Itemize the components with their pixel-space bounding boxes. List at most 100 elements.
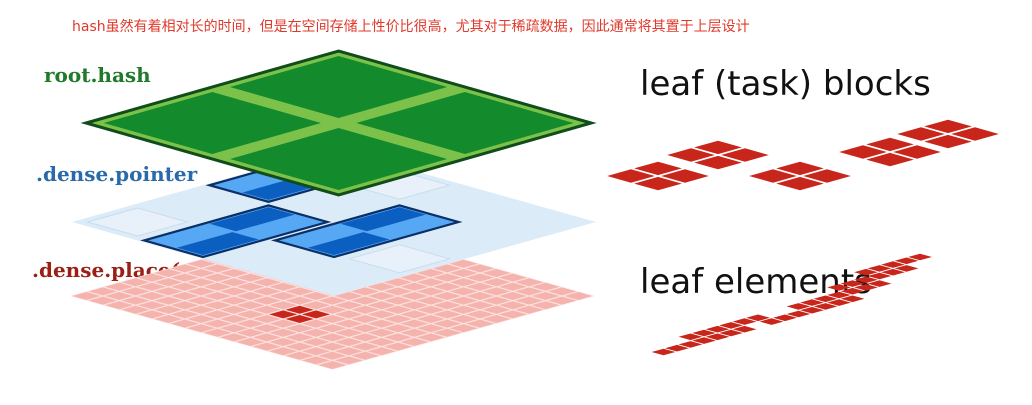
inactive-leaf-cell [367, 319, 396, 328]
leaf-element-cell [827, 291, 851, 299]
inactive-leaf-cell [236, 282, 265, 291]
leaf-element-cell [678, 341, 703, 348]
leaf-task-block-cell [866, 137, 914, 152]
leaf-task-block-cell [924, 119, 972, 134]
leaf-element-cell [813, 295, 838, 303]
inactive-leaf-cell [351, 333, 380, 342]
inactive-leaf-cell [187, 324, 216, 333]
leaf-element-cell [894, 257, 919, 265]
inactive-leaf-cell [88, 287, 117, 296]
leaf-element-cell [854, 276, 878, 284]
root-hash-bucket [356, 92, 574, 154]
inactive-leaf-cell [449, 305, 478, 314]
leaf-task-block-cell [694, 140, 742, 155]
inactive-leaf-cell [367, 301, 396, 310]
inactive-leaf-cell [203, 273, 232, 282]
inactive-leaf-cell [203, 264, 232, 273]
inactive-leaf-cell [400, 338, 429, 346]
inactive-leaf-cell [203, 301, 232, 310]
inactive-leaf-cell [383, 315, 413, 323]
inactive-leaf-cell [170, 310, 199, 319]
inactive-leaf-cell [383, 333, 413, 342]
inactive-leaf-cell [531, 292, 560, 300]
inactive-leaf-cell [515, 296, 544, 305]
inactive-leaf-cell [416, 287, 445, 296]
leaf-element-cell [867, 280, 892, 287]
inactive-leaf-cell [449, 296, 478, 305]
inactive-leaf-cell [400, 319, 429, 328]
leaf-element-cell [827, 284, 851, 291]
pointer-subtile [340, 207, 426, 232]
inactive-leaf-cell [269, 347, 298, 356]
leaf-task-blocks-title: leaf (task) blocks [640, 64, 931, 104]
inactive-leaf-cell [351, 287, 380, 296]
inactive-leaf-cell [203, 328, 232, 337]
inactive-leaf-cell [318, 342, 347, 351]
inactive-pointer-tile [347, 244, 452, 274]
leaf-element-cell [705, 333, 730, 341]
inactive-leaf-cell [121, 296, 150, 305]
inactive-leaf-cell [269, 301, 298, 310]
inactive-leaf-cell [187, 296, 216, 305]
inactive-leaf-cell [531, 301, 560, 310]
root-hash-bucket [230, 128, 448, 190]
inactive-leaf-cell [334, 310, 363, 319]
inactive-leaf-cell [383, 324, 413, 333]
leaf-task-block-cell [839, 145, 887, 159]
inactive-leaf-cell [482, 287, 511, 296]
inactive-leaf-cell [498, 301, 527, 310]
inactive-leaf-cell [269, 328, 298, 337]
root-hash-bucket [230, 56, 448, 118]
inactive-leaf-cell [433, 310, 462, 319]
leaf-task-block-cell [607, 169, 655, 183]
inactive-leaf-cell [498, 292, 527, 300]
leaf-element-cell [746, 314, 770, 322]
inactive-leaf-cell [433, 319, 462, 328]
leaf-element-cell [854, 284, 878, 291]
leaf-element-cell [759, 318, 784, 325]
inactive-leaf-cell [203, 319, 232, 328]
inactive-leaf-cell [170, 301, 199, 310]
inactive-leaf-cell [400, 301, 429, 310]
inactive-leaf-cell [154, 278, 183, 287]
leaf-task-block-cell [924, 134, 972, 149]
inactive-leaf-cell [367, 338, 396, 346]
inactive-leaf-cell [252, 324, 281, 333]
inactive-leaf-cell [449, 278, 478, 287]
leaf-task-block-cell [667, 148, 715, 162]
inactive-leaf-cell [154, 315, 183, 323]
active-leaf-cell [285, 305, 314, 314]
inactive-leaf-cell [318, 324, 347, 333]
leaf-element-cell [867, 265, 892, 272]
inactive-leaf-cell [318, 305, 347, 314]
inactive-leaf-cell [482, 305, 511, 314]
leaf-task-block-cell [951, 127, 999, 141]
inactive-leaf-cell [531, 282, 560, 291]
leaf-task-blocks-group [607, 119, 999, 191]
inactive-leaf-cell [236, 310, 265, 319]
inactive-leaf-cell [137, 273, 167, 282]
inactive-leaf-cell [252, 333, 281, 342]
inactive-leaf-cell [449, 315, 478, 323]
inactive-leaf-cell [400, 273, 429, 282]
inactive-leaf-cell [219, 269, 249, 277]
inactive-leaf-cell [203, 292, 232, 300]
pointer-subtile [209, 207, 295, 232]
dense-pointer-layer [72, 148, 596, 296]
pointer-subtile [176, 232, 259, 256]
leaf-element-cell [800, 306, 824, 314]
inactive-leaf-cell [318, 315, 347, 323]
inactive-leaf-cell [154, 305, 183, 314]
inactive-leaf-cell [121, 305, 150, 314]
inactive-leaf-cell [498, 282, 527, 291]
leaf-task-block-cell [749, 169, 797, 183]
inactive-leaf-cell [482, 315, 511, 323]
root-hash-layer [80, 49, 597, 197]
inactive-leaf-cell [285, 333, 314, 342]
inactive-leaf-cell [301, 338, 331, 346]
inactive-leaf-cell [318, 361, 347, 369]
inactive-leaf-cell [105, 282, 134, 291]
inactive-leaf-cell [203, 282, 232, 291]
pointer-block [140, 204, 332, 259]
inactive-leaf-cell [318, 333, 347, 342]
